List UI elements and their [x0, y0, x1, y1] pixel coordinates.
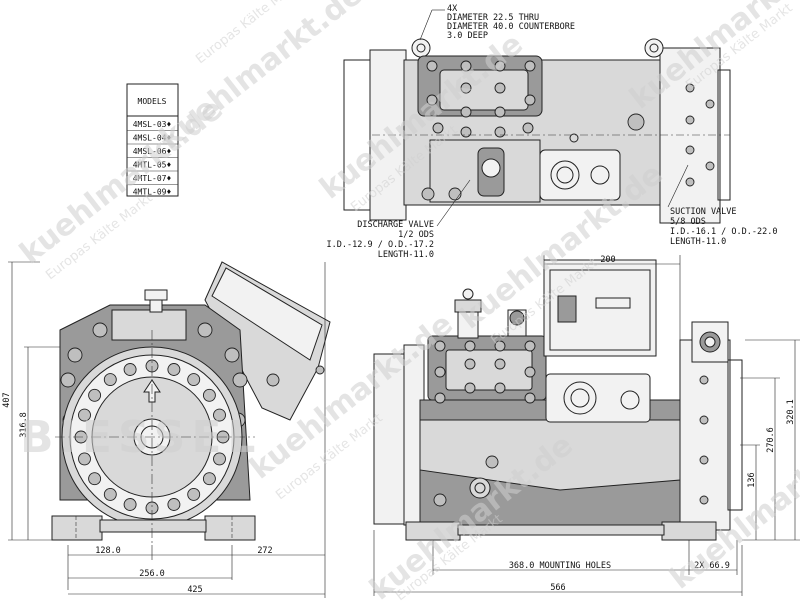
ring-bolt — [88, 388, 102, 402]
side-oil-pump — [545, 373, 651, 423]
ring-bolt — [213, 452, 226, 466]
ring-bolt — [103, 487, 117, 501]
ring-bolt — [123, 363, 137, 376]
ring-bolt — [78, 452, 91, 466]
dim-566: 566 — [550, 583, 565, 593]
suction-valve-length: LENGTH-11.0 — [670, 237, 726, 247]
watermark-brand-4: kuehlmarkt.de — [153, 0, 369, 156]
discharge-valve-length: LENGTH-11.0 — [378, 250, 434, 260]
model-row: 4MSL-04♦ — [133, 134, 172, 143]
dim-136: 136 — [747, 472, 757, 487]
ring-bolt — [103, 373, 117, 387]
suction-valve-diameters: I.D.-16.1 / O.D.-22.0 — [670, 227, 777, 237]
side-right-flange-bolts — [699, 375, 709, 505]
side-view-dimensions: 200 320.1 270.6 136 368.0 MOUNTING HOLES… — [373, 255, 800, 596]
suction-valve-label: SUCTION VALVE — [670, 207, 737, 217]
discharge-valve-diameters: I.D.-12.9 / O.D.-17.2 — [327, 240, 434, 250]
model-row: 4MTL-07♦ — [133, 174, 172, 183]
ring-bolt — [187, 487, 201, 501]
holes-callout-count: 4X — [447, 4, 458, 14]
dim-2x-66-9: 2X 66.9 — [694, 561, 730, 571]
top-view — [343, 38, 731, 224]
ring-bolt — [167, 363, 181, 376]
ring-bolt — [167, 498, 181, 511]
dim-368-mounting-holes: 368.0 MOUNTING HOLES — [509, 561, 611, 571]
ring-bolt — [202, 472, 216, 486]
suction-valve-size: 5/8 ODS — [670, 217, 706, 227]
side-head-bolts — [434, 340, 536, 404]
dim-316-8: 316.8 — [19, 412, 29, 438]
ring-bolt — [187, 373, 201, 387]
ring-bolt — [78, 408, 91, 422]
model-row: 4MSL-03♦ — [133, 120, 172, 129]
ring-bolt — [123, 498, 137, 511]
dim-425: 425 — [187, 585, 202, 595]
end-foot-right — [204, 515, 256, 541]
top-lug-left — [411, 38, 431, 58]
holes-callout-counterbore: DIAMETER 40.0 COUNTERBORE — [447, 22, 575, 32]
dim-407: 407 — [2, 392, 12, 407]
discharge-valve-size: 1/2 ODS — [398, 230, 434, 240]
top-lug-right — [644, 38, 664, 58]
side-left-flange — [373, 353, 407, 525]
models-table: MODELS 4MSL-03♦ 4MSL-04♦ 4MSL-06♦ 4MTL-05♦ 4… — [126, 83, 179, 197]
ring-bolt — [202, 388, 216, 402]
model-row: 4MSL-06♦ — [133, 147, 172, 156]
model-row: 4MTL-09♦ — [133, 188, 172, 197]
end-foot-left — [51, 515, 103, 541]
ring-bolt — [213, 408, 226, 422]
end-view — [51, 261, 331, 545]
dim-320-1: 320.1 — [786, 399, 796, 425]
ring-bolt — [88, 472, 102, 486]
top-oil-pump — [539, 149, 621, 201]
top-suction-port — [627, 113, 645, 131]
top-head-bolts — [426, 60, 536, 138]
side-oil-drain — [469, 477, 491, 499]
dim-272: 272 — [257, 546, 272, 556]
watermark-logo: BIESSEL — [20, 412, 261, 463]
top-right-flange-bolts — [685, 83, 715, 187]
dim-200: 200 — [600, 255, 615, 265]
model-row: 4MTL-05♦ — [133, 161, 172, 170]
top-right-flange — [659, 47, 721, 224]
models-header: MODELS — [138, 97, 167, 106]
dim-256: 256.0 — [139, 569, 165, 579]
holes-callout-depth: 3.0 DEEP — [447, 31, 488, 41]
dim-270-6: 270.6 — [766, 427, 776, 453]
dim-128: 128.0 — [95, 546, 121, 556]
holes-callout-thru: DIAMETER 22.5 THRU — [447, 13, 539, 23]
end-view-dimensions: 407 316.8 128.0 272 256.0 425 — [2, 261, 326, 598]
discharge-valve-label: DISCHARGE VALVE — [357, 220, 434, 230]
side-view — [373, 259, 743, 541]
